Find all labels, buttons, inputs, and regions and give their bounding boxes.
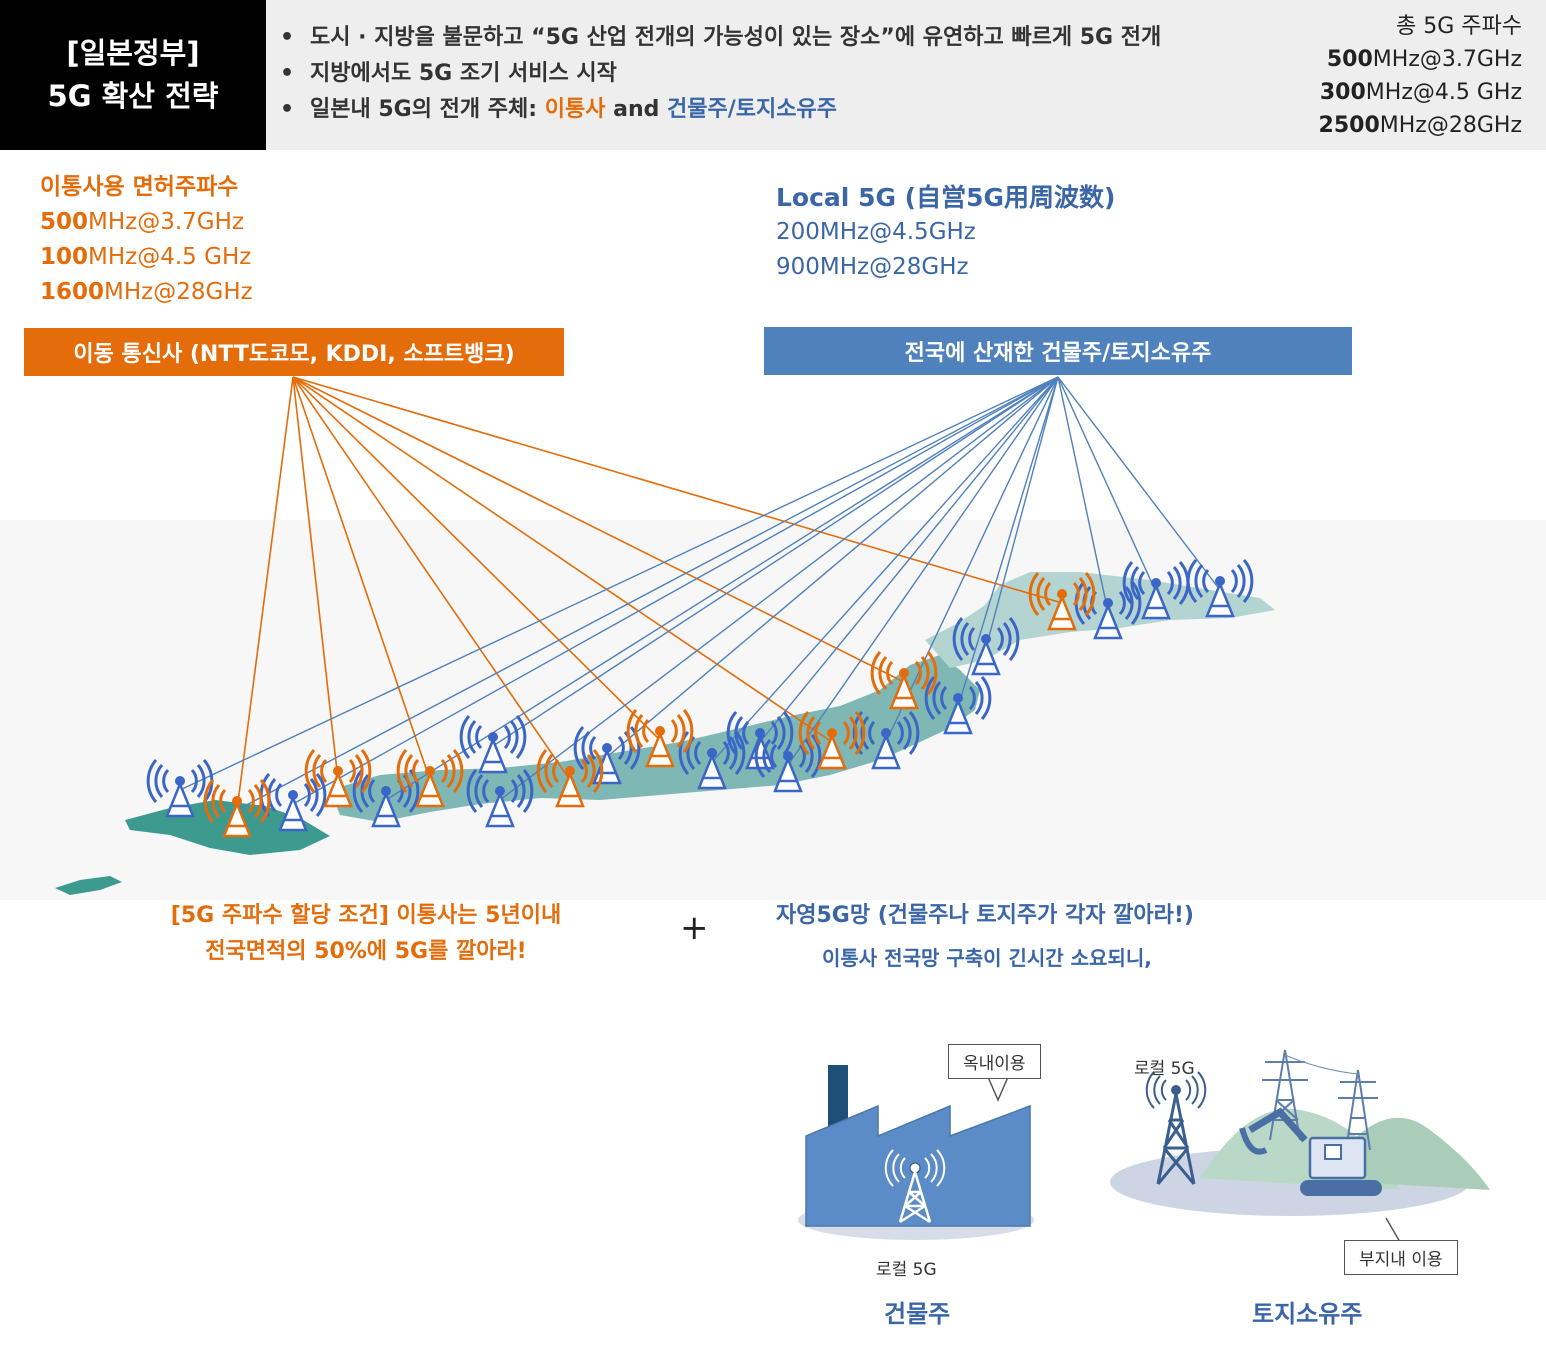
land-tower-icon: [1145, 1071, 1207, 1185]
total-frequency: 총 5G 주파수 500MHz@3.7GHz 300MHz@4.5 GHz 25…: [1319, 10, 1522, 142]
bullet-3: 일본내 5G의 전개 주체: 이통사 and 건물주/토지소유주: [280, 92, 1340, 128]
carrier-frequency: 이통사용 면허주파수 500MHz@3.7GHz 100MHz@4.5 GHz …: [40, 170, 253, 310]
chimney-icon: [828, 1065, 848, 1135]
indoor-callout-pointer: [987, 1076, 1009, 1102]
title-line2: 5G 확산 전략: [47, 79, 219, 113]
carrier-line: [292, 376, 661, 741]
title-box: [일본정부] 5G 확산 전략: [0, 0, 266, 150]
carrier-frequency-item-1: 500MHz@3.7GHz: [40, 209, 244, 235]
local-line: [385, 376, 1059, 801]
local-network-caption-1: 자영5G망 (건물주나 토지주가 각자 깔아라!): [776, 903, 1194, 928]
carrier-condition-caption: [5G 주파수 할당 조건] 이통사는 5년이내 전국면적의 50%에 5G를 …: [136, 898, 596, 970]
carrier-frequency-item-2: 100MHz@4.5 GHz: [40, 244, 252, 270]
strategy-bullets: 도시 · 지방을 불문하고 “5G 산업 전개의 가능성이 있는 장소”에 유연…: [280, 20, 1340, 128]
total-item-3: 2500MHz@28GHz: [1318, 113, 1522, 138]
carrier-line: [292, 376, 1063, 604]
factory-local-5g-label: 로컬 5G: [876, 1260, 937, 1280]
honshu-island: [330, 655, 980, 822]
bullet-3-and: and: [605, 97, 668, 122]
local-line: [885, 376, 1059, 743]
local-network-caption-2: 이통사 전국망 구축이 긴시간 소요되니,: [822, 946, 1152, 970]
local-frequency-title: Local 5G (自営5G用周波数): [776, 183, 1116, 212]
southern-island: [55, 876, 122, 895]
total-title: 총 5G 주파수: [1396, 14, 1522, 39]
carrier-line: [292, 376, 431, 781]
carrier-line: [292, 376, 833, 743]
local-line: [179, 376, 1059, 791]
carrier-frequency-title: 이통사용 면허주파수: [40, 174, 239, 200]
carrier-frequency-item-3: 1600MHz@28GHz: [40, 279, 253, 305]
local-line: [499, 376, 1059, 801]
land-owner-label: 토지소유주: [1252, 1300, 1363, 1328]
local-frequency-item-2: 900MHz@28GHz: [776, 254, 969, 280]
local-line: [957, 376, 1059, 708]
bullet-2: 지방에서도 5G 조기 서비스 시작: [280, 56, 1340, 92]
carrier-bar: 이동 통신사 (NTT도코모, KDDI, 소프트뱅크): [24, 328, 564, 376]
local-5g-illustration: [798, 1049, 1490, 1243]
total-item-2: 300MHz@4.5 GHz: [1319, 80, 1522, 105]
local-line: [492, 376, 1059, 747]
bullet-1: 도시 · 지방을 불문하고 “5G 산업 전개의 가능성이 있는 장소”에 유연…: [280, 20, 1340, 56]
plus-sign: +: [680, 908, 709, 948]
local-owner-bar: 전국에 산재한 건물주/토지소유주: [764, 327, 1352, 375]
carrier-line: [292, 376, 905, 683]
land-local-5g-label: 로컬 5G: [1134, 1059, 1195, 1079]
carrier-line: [292, 376, 339, 781]
local-line: [759, 376, 1059, 743]
excavator-icon: [1239, 1107, 1382, 1196]
bullet-3-owner: 건물주/토지소유주: [667, 97, 838, 122]
title-line1: [일본정부]: [66, 36, 200, 70]
local-line: [236, 376, 1059, 811]
carrier-caption-line1: [5G 주파수 할당 조건] 이통사는 5년이내: [170, 903, 562, 928]
local-line: [606, 376, 1059, 758]
carrier-connection-lines: [236, 376, 1063, 811]
building-owner-label: 건물주: [884, 1300, 951, 1328]
local-line: [292, 376, 1059, 805]
bullet-3-prefix: 일본내 5G의 전개 주체:: [310, 97, 545, 122]
local-line: [1057, 376, 1157, 593]
northern-island: [925, 572, 1275, 668]
carrier-line: [236, 376, 294, 811]
carrier-caption-line2: 전국면적의 50%에 5G를 깔아라!: [205, 939, 527, 964]
bullet-3-carrier: 이통사: [544, 97, 606, 122]
local-line: [787, 376, 1059, 766]
local-line: [1057, 376, 1109, 613]
local-line: [985, 376, 1059, 649]
local-line: [1057, 376, 1221, 591]
local-line: [711, 376, 1059, 763]
onsite-callout-pointer: [1385, 1217, 1420, 1243]
onsite-use-callout: 부지내 이용: [1344, 1240, 1458, 1275]
indoor-use-callout: 옥내이용: [948, 1044, 1041, 1079]
local-frequency-item-1: 200MHz@4.5GHz: [776, 219, 976, 245]
total-item-1: 500MHz@3.7GHz: [1326, 47, 1522, 72]
factory-tower-icon: [884, 1149, 946, 1224]
local-frequency: Local 5G (自営5G用周波数) 200MHz@4.5GHz 900MHz…: [776, 180, 1115, 285]
local-connection-lines: [179, 376, 1221, 811]
